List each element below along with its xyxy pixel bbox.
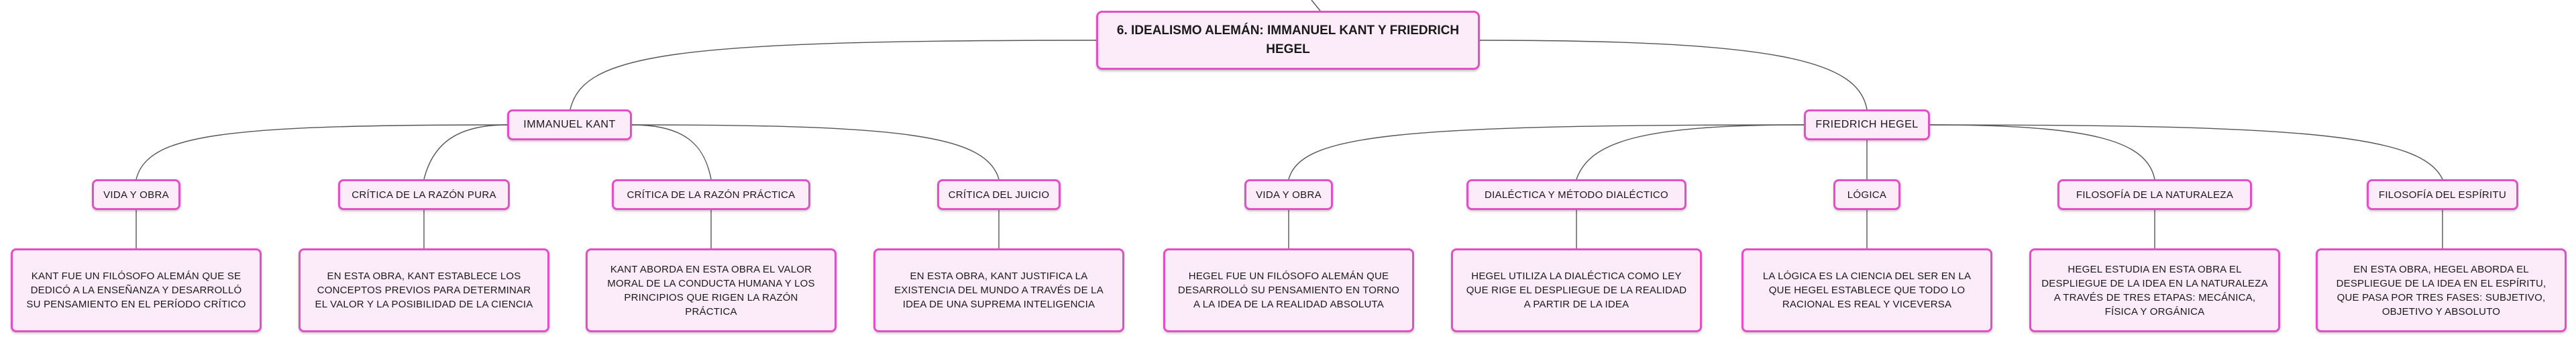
description-text: LA LÓGICA ES LA CIENCIA DEL SER EN LA QU… (1762, 271, 1972, 310)
topic-node-critica-razon-pura[interactable]: CRÍTICA DE LA RAZÓN PURA (338, 179, 510, 210)
topic-label: VIDA Y OBRA (103, 189, 169, 201)
description-node-critica-juicio[interactable]: EN ESTA OBRA, KANT JUSTIFICA LA EXISTENC… (873, 248, 1124, 332)
description-text: HEGEL UTILIZA LA DIALÉCTICA COMO LEY QUE… (1466, 271, 1687, 310)
connector-hegel-espiritu (1929, 124, 2443, 180)
connector-kant-pura (423, 124, 508, 180)
description-node-filosofia-naturaleza[interactable]: HEGEL ESTUDIA EN ESTA OBRA EL DESPLIEGUE… (2029, 248, 2280, 332)
topic-label: FILOSOFÍA DE LA NATURALEZA (2076, 189, 2234, 201)
topic-node-filosofia-naturaleza[interactable]: FILOSOFÍA DE LA NATURALEZA (2057, 179, 2252, 210)
description-node-logica[interactable]: LA LÓGICA ES LA CIENCIA DEL SER EN LA QU… (1741, 248, 1992, 332)
branch-label: FRIEDRICH HEGEL (1815, 119, 1919, 130)
description-text: HEGEL FUE UN FILÓSOFO ALEMÁN QUE DESARRO… (1177, 271, 1400, 310)
connector-kant-practica (631, 124, 712, 180)
connector-hegel-vida (1288, 124, 1805, 180)
description-node-hegel-vida-y-obra[interactable]: HEGEL FUE UN FILÓSOFO ALEMÁN QUE DESARRO… (1163, 248, 1414, 332)
description-node-filosofia-espiritu[interactable]: EN ESTA OBRA, HEGEL ABORDA EL DESPLIEGUE… (2316, 248, 2567, 332)
branch-node-hegel[interactable]: FRIEDRICH HEGEL (1804, 109, 1930, 140)
branch-label: IMMANUEL KANT (523, 119, 616, 130)
description-text: HEGEL ESTUDIA EN ESTA OBRA EL DESPLIEGUE… (2041, 263, 2268, 317)
root-node[interactable]: 6. IDEALISMO ALEMÁN: IMMANUEL KANT Y FRI… (1096, 11, 1480, 70)
topic-node-hegel-vida-y-obra[interactable]: VIDA Y OBRA (1244, 179, 1333, 210)
description-text: EN ESTA OBRA, KANT ESTABLECE LOS CONCEPT… (315, 271, 533, 310)
branch-node-kant[interactable]: IMMANUEL KANT (507, 109, 632, 140)
topic-node-logica[interactable]: LÓGICA (1833, 179, 1900, 210)
topic-label: FILOSOFÍA DEL ESPÍRITU (2378, 189, 2507, 201)
connector-root-hegel (1479, 40, 1868, 110)
description-node-kant-vida-y-obra[interactable]: KANT FUE UN FILÓSOFO ALEMÁN QUE SE DEDIC… (11, 248, 262, 332)
topic-label: DIALÉCTICA Y MÉTODO DIALÉCTICO (1484, 189, 1669, 201)
description-node-critica-razon-practica[interactable]: KANT ABORDA EN ESTA OBRA EL VALOR MORAL … (586, 248, 837, 332)
description-text: EN ESTA OBRA, HEGEL ABORDA EL DESPLIEGUE… (2336, 263, 2546, 317)
topic-label: LÓGICA (1847, 189, 1887, 201)
connector-hegel-naturaleza (1929, 124, 2155, 180)
description-text: KANT FUE UN FILÓSOFO ALEMÁN QUE SE DEDIC… (26, 271, 246, 310)
topic-node-critica-razon-practica[interactable]: CRÍTICA DE LA RAZÓN PRÁCTICA (612, 179, 810, 210)
description-node-dialectica[interactable]: HEGEL UTILIZA LA DIALÉCTICA COMO LEY QUE… (1451, 248, 1702, 332)
topic-node-dialectica[interactable]: DIALÉCTICA Y MÉTODO DIALÉCTICO (1466, 179, 1686, 210)
connector-root-kant (570, 40, 1097, 110)
topic-label: CRÍTICA DE LA RAZÓN PURA (352, 189, 496, 201)
topic-label: CRÍTICA DE LA RAZÓN PRÁCTICA (627, 189, 796, 201)
description-node-critica-razon-pura[interactable]: EN ESTA OBRA, KANT ESTABLECE LOS CONCEPT… (299, 248, 549, 332)
connector-hegel-dialectica (1576, 124, 1805, 180)
topic-node-filosofia-espiritu[interactable]: FILOSOFÍA DEL ESPÍRITU (2367, 179, 2518, 210)
topic-label: CRÍTICA DEL JUICIO (948, 189, 1050, 201)
topic-node-critica-juicio[interactable]: CRÍTICA DEL JUICIO (937, 179, 1061, 210)
description-text: KANT ABORDA EN ESTA OBRA EL VALOR MORAL … (607, 263, 815, 317)
description-text: EN ESTA OBRA, KANT JUSTIFICA LA EXISTENC… (894, 271, 1104, 310)
connector-kant-vida (136, 124, 508, 180)
topic-label: VIDA Y OBRA (1256, 189, 1322, 201)
root-parent-connector (1311, 0, 1321, 11)
root-title: 6. IDEALISMO ALEMÁN: IMMANUEL KANT Y FRI… (1116, 23, 1460, 56)
topic-node-kant-vida-y-obra[interactable]: VIDA Y OBRA (92, 179, 180, 210)
connector-kant-juicio (631, 124, 1000, 180)
